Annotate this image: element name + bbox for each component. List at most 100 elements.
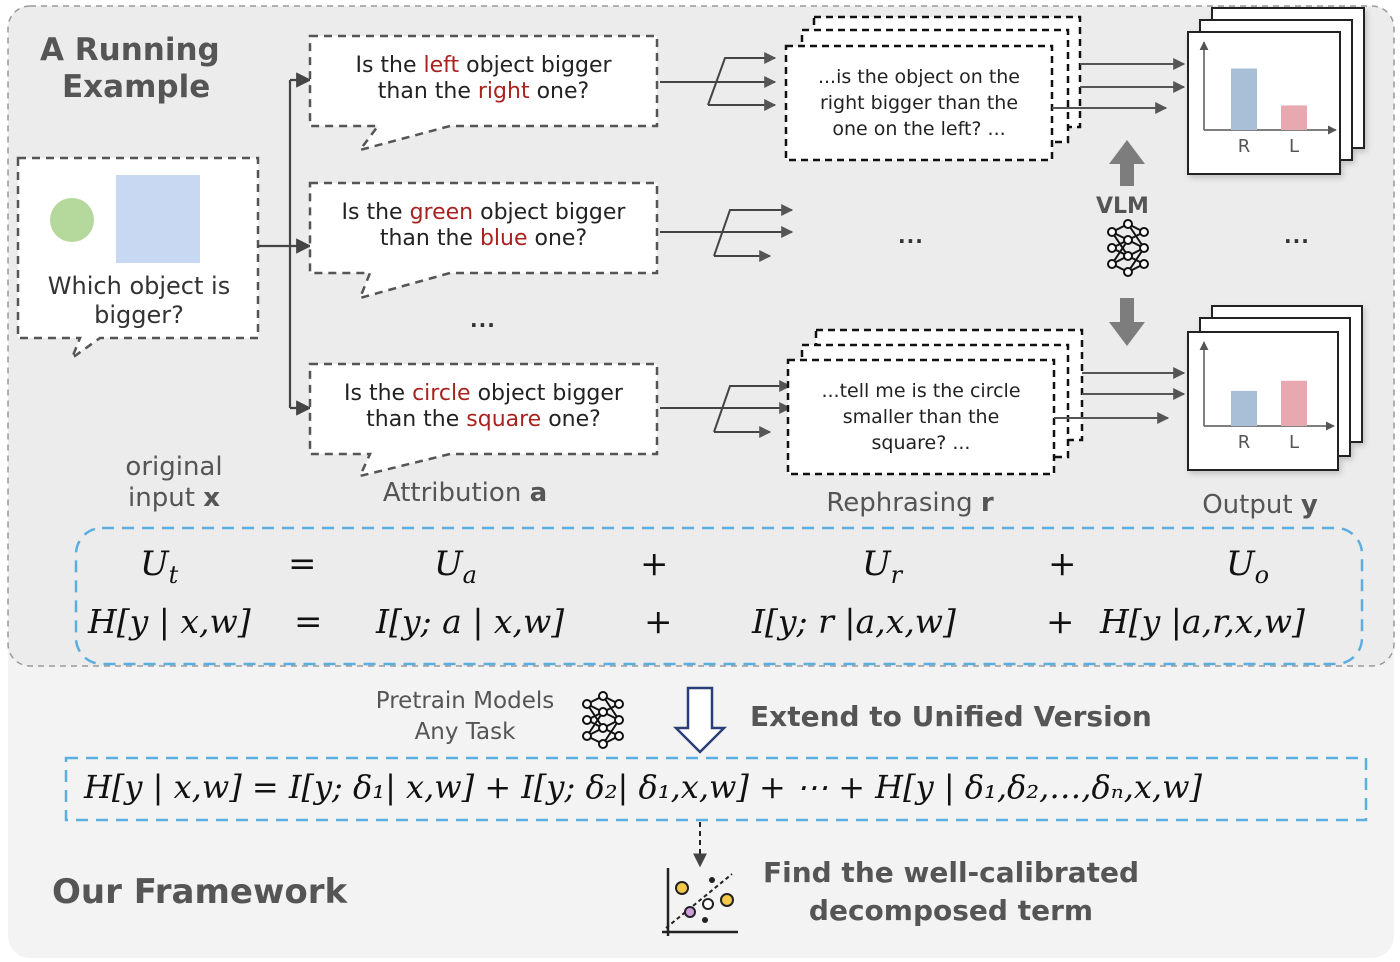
running-example-title: A Running Example xyxy=(40,32,220,106)
rephrasing-text-1: ...is the object on the right bigger tha… xyxy=(788,64,1050,143)
eq-h-output: H[y |a,r,x,w] xyxy=(1100,602,1305,641)
attr3-mid: object bigger xyxy=(470,381,623,406)
attr3-highlight-2: square xyxy=(466,407,542,433)
chart-1-bar-R xyxy=(1231,68,1257,130)
attr1-pre2: than the xyxy=(377,79,478,105)
pretrain-label: Pretrain Models Any Task xyxy=(356,686,574,748)
rephrasing-stack-2 xyxy=(786,328,1084,476)
label-original-input: original input x xyxy=(104,452,244,514)
label-rephrasing-var: r xyxy=(980,488,994,518)
input-question-line1: Which object is xyxy=(47,272,231,300)
attribution-bubble-1 xyxy=(308,34,659,153)
chart-2-bar-R xyxy=(1231,390,1257,426)
chart-2-bar-L xyxy=(1281,380,1307,426)
rephr1-line1: ...is the object on the xyxy=(817,66,1021,88)
label-attribution: Attribution a xyxy=(350,478,580,509)
attr1-mid: object bigger xyxy=(459,53,612,78)
branch-arrows xyxy=(258,72,312,416)
attribution-text-2: Is the green object bigger than the blue… xyxy=(310,200,657,253)
attribution-text-1: Is the left object bigger than the right… xyxy=(310,53,657,106)
vlm-down-arrow xyxy=(1109,298,1145,346)
rephr2-line1: ...tell me is the circle xyxy=(821,380,1021,402)
eq-plus-3: + xyxy=(644,602,673,642)
attr2-highlight-2: blue xyxy=(479,226,528,252)
output-card-front-1 xyxy=(1187,31,1341,175)
ellipsis-output: ... xyxy=(1284,224,1310,248)
attr2-pre: Is the xyxy=(341,200,410,225)
running-title-line1: A Running xyxy=(40,32,220,68)
attr1-highlight-2: right xyxy=(477,79,530,105)
rephrasing-stack-1 xyxy=(784,15,1082,162)
rephr2-line3: square? ... xyxy=(871,432,971,455)
attr2-pre2: than the xyxy=(379,226,480,252)
unified-equation: H[y | x,w] = I[y; δ₁| x,w] + I[y; δ₂| δ₁… xyxy=(84,768,1202,806)
vlm-label: VLM xyxy=(1096,194,1149,219)
ellipsis-rephrasing: ... xyxy=(898,224,924,248)
attribution-text-3: Is the circle object bigger than the squ… xyxy=(310,381,657,434)
eq-i-attr: I[y; a | x,w] xyxy=(376,602,565,641)
eq-equals-1: = xyxy=(288,544,317,584)
running-title-line2: Example xyxy=(62,69,211,106)
ellipsis-attribution: ... xyxy=(470,308,496,332)
chart-1-tick-R: R xyxy=(1238,136,1251,157)
chart-2-tick-R: R xyxy=(1238,432,1251,453)
attr3-post: one? xyxy=(541,407,601,433)
input-question: Which object is bigger? xyxy=(20,272,258,330)
label-attribution-var: a xyxy=(529,478,548,508)
green-circle xyxy=(50,198,94,242)
label-rephrasing-text: Rephrasing xyxy=(826,488,981,518)
attr1-highlight-1: left xyxy=(423,53,460,78)
chart-1-tick-L: L xyxy=(1289,136,1299,157)
neural-net-icon xyxy=(1107,219,1149,277)
scatter-plot-icon xyxy=(662,868,738,936)
label-output-var: y xyxy=(1300,490,1318,520)
pretrain-line2: Any Task xyxy=(414,719,516,746)
attr1-post: one? xyxy=(529,79,590,105)
pretrain-net-icon xyxy=(582,691,624,749)
input-question-line2: bigger? xyxy=(94,300,184,329)
extend-label: Extend to Unified Version xyxy=(750,700,1152,733)
attr2-highlight-1: green xyxy=(409,200,474,225)
attr3-highlight-1: circle xyxy=(412,381,471,406)
rephr1-line3: one on the left? ... xyxy=(832,118,1006,141)
attr1-pre: Is the xyxy=(355,53,424,78)
eq-plus-2: + xyxy=(1048,544,1077,584)
attribution-bubble-3 xyxy=(308,362,659,478)
label-output-text: Output xyxy=(1202,490,1301,520)
eq-i-rephr: I[y; r |a,x,w] xyxy=(752,602,956,641)
output-arrows xyxy=(1052,58,1186,424)
fan-arrows xyxy=(660,52,794,438)
find-label: Find the well-calibrated decomposed term xyxy=(756,854,1146,930)
extend-down-arrow xyxy=(672,686,728,754)
attr2-post: one? xyxy=(527,226,588,252)
eq-uo: Uo xyxy=(1226,544,1270,589)
attr2-mid: object bigger xyxy=(473,200,626,225)
running-example-panel xyxy=(7,5,1395,667)
label-original-line2: input xyxy=(128,483,204,514)
eq-ut: Ut xyxy=(140,544,179,589)
rephrasing-text-2: ...tell me is the circle smaller than th… xyxy=(790,378,1052,457)
rephr2-line2: smaller than the xyxy=(842,406,1000,429)
unified-equation-box xyxy=(64,756,1368,822)
label-original-line1: original xyxy=(125,452,223,482)
vlm-up-arrow xyxy=(1109,140,1145,186)
eq-plus-4: + xyxy=(1046,602,1075,642)
chart-2-tick-L: L xyxy=(1289,432,1299,453)
label-attribution-text: Attribution xyxy=(382,478,530,508)
pretrain-line1: Pretrain Models xyxy=(375,688,555,714)
eq-ua: Ua xyxy=(434,544,477,589)
attr3-pre2: than the xyxy=(366,407,467,433)
eq-h-total: H[y | x,w] xyxy=(88,602,251,641)
eq-equals-2: = xyxy=(294,602,323,642)
attr3-pre: Is the xyxy=(344,381,413,406)
label-original-var: x xyxy=(203,483,220,514)
eq-ur: Ur xyxy=(862,544,903,589)
attribution-bubble-2 xyxy=(308,181,659,300)
label-output: Output y xyxy=(1180,490,1340,521)
label-rephrasing: Rephrasing r xyxy=(800,488,1020,519)
output-card-front-2 xyxy=(1187,331,1339,471)
blue-square xyxy=(116,175,200,263)
framework-title: Our Framework xyxy=(52,872,348,912)
